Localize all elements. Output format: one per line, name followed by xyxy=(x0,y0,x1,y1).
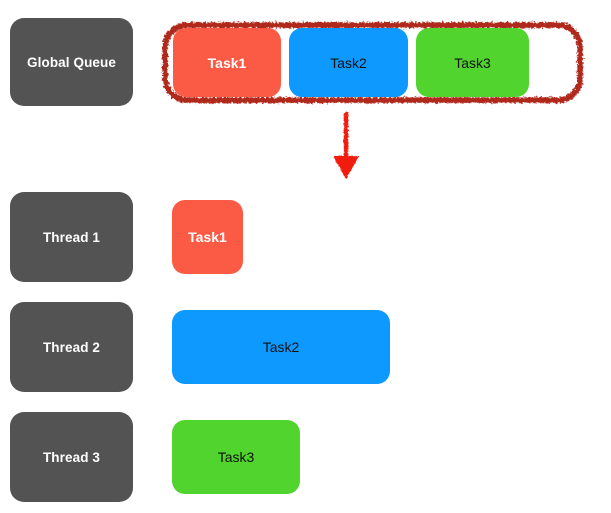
thread-3-task-block[interactable]: Task3 xyxy=(172,420,300,494)
thread-2-task-label: Task2 xyxy=(262,339,300,355)
queue-task-chip-3[interactable]: Task3 xyxy=(416,28,529,97)
queue-task-label-1: Task1 xyxy=(207,54,247,71)
thread-2-label-box: Thread 2 xyxy=(10,302,133,392)
thread-1-task-label: Task1 xyxy=(188,229,227,245)
queue-empty-slot xyxy=(537,28,572,97)
thread-3-label: Thread 3 xyxy=(42,449,101,465)
global-queue-label: Global Queue xyxy=(27,54,116,70)
thread-1-task-block[interactable]: Task1 xyxy=(172,200,243,274)
thread-1-label: Thread 1 xyxy=(42,229,101,245)
global-queue-container: Task1 Task2 Task3 xyxy=(160,20,585,105)
queue-task-label-3: Task3 xyxy=(454,54,491,71)
thread-3-task-label: Task3 xyxy=(217,449,255,465)
thread-1-label-box: Thread 1 xyxy=(10,192,133,282)
queue-task-chip-2[interactable]: Task2 xyxy=(289,28,408,97)
thread-2-task-block[interactable]: Task2 xyxy=(172,310,390,384)
queue-task-chip-1[interactable]: Task1 xyxy=(173,28,281,97)
global-queue-label-box: Global Queue xyxy=(10,18,133,106)
arrow-down-icon xyxy=(333,111,359,179)
queue-slot-list: Task1 Task2 Task3 xyxy=(173,28,572,97)
thread-2-label: Thread 2 xyxy=(42,339,101,355)
thread-3-label-box: Thread 3 xyxy=(10,412,133,502)
queue-task-label-2: Task2 xyxy=(330,54,367,71)
